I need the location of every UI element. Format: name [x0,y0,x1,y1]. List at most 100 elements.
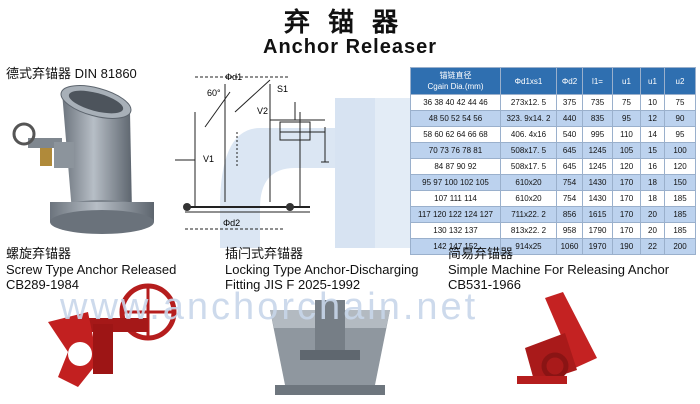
table-cell: 540 [556,126,583,143]
angle-label: 60° [207,88,221,98]
col-header-l1: l1= [582,67,613,95]
v2-label: V2 [257,106,268,116]
d2-label: Φd2 [223,218,240,228]
table-cell: 185 [664,222,696,239]
table-cell: 711x22. 2 [500,206,557,223]
technical-drawing: Φd1 S1 60° V2 V1 Φd2 [175,72,329,230]
table-cell: 645 [556,158,583,175]
screw-label: 螺旋弃锚器 Screw Type Anchor Released CB289-1… [6,247,177,292]
table-cell: 914x25 [500,238,557,255]
col-header-d2: Φd2 [556,67,583,95]
table-cell: 610x20 [500,174,557,191]
col-header-u1-b: u1 [640,67,665,95]
table-cell: 16 [640,158,665,175]
table-cell: 75 [612,94,641,111]
table-cell: 1430 [582,190,613,207]
table-cell: 18 [640,174,665,191]
table-cell: 105 [612,142,641,159]
table-cell: 610x20 [500,190,557,207]
table-cell: 95 [664,126,696,143]
table-cell: 70 73 76 78 81 [410,142,501,159]
col-header-u1-a: u1 [612,67,641,95]
table-cell: 813x22. 2 [500,222,557,239]
table-cell: 995 [582,126,613,143]
table-cell: 142 147 152 [410,238,501,255]
table-cell: 170 [612,206,641,223]
table-cell: 18 [640,190,665,207]
din-releaser-image [12,85,154,234]
table-cell: 12 [640,110,665,127]
simple-label: 简易弃锚器 Simple Machine For Releasing Ancho… [448,247,670,292]
din-label: 德式弃锚器 DIN 81860 [6,66,137,82]
table-cell: 36 38 40 42 44 46 [410,94,501,111]
table-cell: 508x17. 5 [500,142,557,159]
spec-table: 锚链直径 Cgain Dia.(mm) Φd1xs1 Φd2 l1= u1 u1… [410,67,696,255]
watermark-logo [220,98,415,248]
table-cell: 84 87 90 92 [410,158,501,175]
table-cell: 754 [556,190,583,207]
locking-releaser-image [270,300,390,395]
table-cell: 273x12. 5 [500,94,557,111]
table-cell: 1615 [582,206,613,223]
table-cell: 200 [664,238,696,255]
table-cell: 190 [612,238,641,255]
screw-releaser-image [48,283,177,387]
table-cell: 90 [664,110,696,127]
table-cell: 95 [612,110,641,127]
table-cell: 375 [556,94,583,111]
table-cell: 645 [556,142,583,159]
table-cell: 1430 [582,174,613,191]
table-cell: 14 [640,126,665,143]
table-cell: 130 132 137 [410,222,501,239]
table-cell: 107 111 114 [410,190,501,207]
table-cell: 508x17. 5 [500,158,557,175]
table-cell: 20 [640,206,665,223]
locking-label: 插闩式弃锚器 Locking Type Anchor-Discharging F… [225,247,419,292]
page-title-cn: 弃锚器 [283,8,416,38]
table-cell: 185 [664,206,696,223]
table-cell: 170 [612,222,641,239]
table-cell: 440 [556,110,583,127]
col-header-d1xs1: Φd1xs1 [500,67,557,95]
table-cell: 958 [556,222,583,239]
table-cell: 58 60 62 64 66 68 [410,126,501,143]
table-cell: 100 [664,142,696,159]
table-cell: 323. 9x14. 2 [500,110,557,127]
table-cell: 1060 [556,238,583,255]
table-cell: 170 [612,190,641,207]
d1-label: Φd1 [225,72,242,82]
table-cell: 150 [664,174,696,191]
table-cell: 20 [640,222,665,239]
table-cell: 120 [612,158,641,175]
table-cell: 835 [582,110,613,127]
table-cell: 120 [664,158,696,175]
simple-releaser-image [517,292,597,384]
col-header-chain-dia: 锚链直径 Cgain Dia.(mm) [410,67,501,95]
table-cell: 75 [664,94,696,111]
table-cell: 1245 [582,158,613,175]
table-cell: 856 [556,206,583,223]
table-cell: 170 [612,174,641,191]
col-header-u2: u2 [664,67,696,95]
table-cell: 1790 [582,222,613,239]
table-cell: 15 [640,142,665,159]
page-title-en: Anchor Releaser [263,36,437,58]
table-cell: 185 [664,190,696,207]
table-cell: 1245 [582,142,613,159]
table-cell: 117 120 122 124 127 [410,206,501,223]
watermark-text: www.anchorchain.net [60,286,479,328]
table-cell: 22 [640,238,665,255]
table-cell: 95 97 100 102 105 [410,174,501,191]
table-cell: 406. 4x16 [500,126,557,143]
s1-label: S1 [277,84,288,94]
